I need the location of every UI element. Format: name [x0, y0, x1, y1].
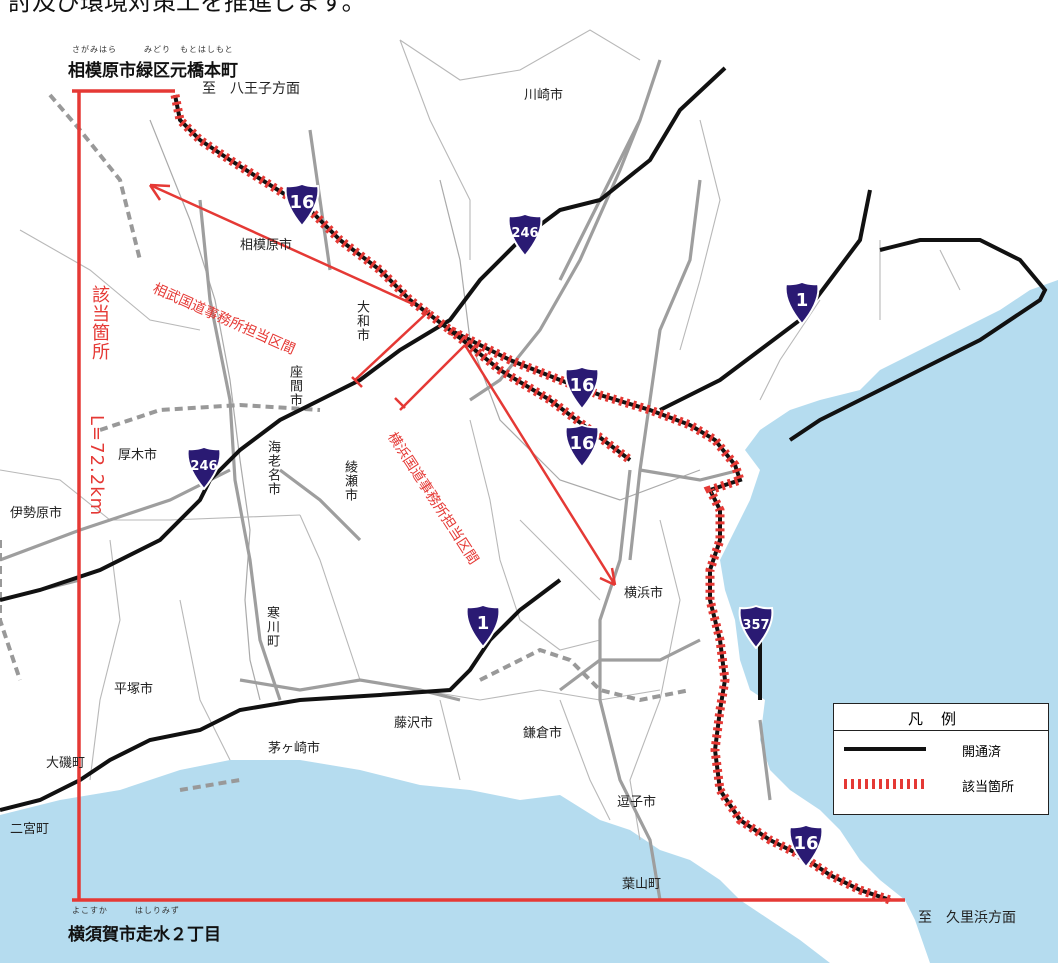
extent-frame: [72, 89, 905, 902]
north-endpoint-ruby: さがみはら みどり もとはしもと: [72, 45, 234, 54]
legend-open-road-swatch: [844, 747, 926, 751]
legend-applicable-label: 該当箇所: [962, 780, 1015, 795]
city-label-chigasaki: 茅ヶ崎市: [268, 741, 321, 756]
south-endpoint-ruby: よこすか はしりみず: [72, 906, 180, 915]
city-label-oiso: 大磯町: [46, 756, 86, 771]
city-label-atsugi: 厚木市: [118, 448, 158, 463]
applicable-length-label: L=72.2km: [86, 415, 107, 517]
river: [149, 119, 261, 701]
city-label-ninomiya: 二宮町: [10, 822, 50, 837]
sea-sagami-bay: [0, 760, 830, 963]
city-label-ebina: 海老名市: [265, 440, 280, 496]
direction-north-label: 至 八王子方面: [202, 81, 300, 97]
city-label-zama: 座間市: [287, 365, 302, 407]
city-label-kawasaki: 川崎市: [524, 88, 564, 103]
city-label-sagamihara: 相模原市: [240, 238, 293, 253]
legend-title: 凡例: [907, 710, 974, 728]
route-1-shield: 1: [463, 604, 503, 648]
direction-south-label: 至 久里浜方面: [918, 910, 1016, 926]
route-16-shield: 16: [786, 824, 826, 868]
route-357-shield: 357: [736, 605, 776, 649]
city-label-fujisawa: 藤沢市: [394, 716, 434, 731]
applicable-section-vertical-label: 該当箇所: [89, 285, 110, 361]
route-1-shield: 1: [782, 281, 822, 325]
route-246-shield: 246: [184, 446, 224, 490]
river: [439, 179, 701, 501]
route-16-shield: 16: [562, 424, 602, 468]
south-endpoint-label: 横須賀市走水２丁目: [68, 925, 221, 945]
city-label-isehara: 伊勢原市: [10, 506, 63, 521]
city-label-samukawa: 寒川町: [264, 606, 279, 648]
other-roads: [0, 59, 772, 901]
route-246-shield: 246: [505, 213, 545, 257]
route-16-shield: 16: [562, 366, 602, 410]
city-label-kamakura: 鎌倉市: [523, 726, 563, 741]
city-label-yokohama: 横浜市: [624, 586, 664, 601]
legend-divider: [834, 730, 1048, 731]
jurisdiction-markers: [148, 183, 617, 587]
legend-applicable-swatch: [844, 779, 926, 789]
city-label-hayama: 葉山町: [622, 877, 662, 892]
map-legend: 凡例 開通済 該当箇所: [833, 703, 1049, 815]
route-16-shield: 16: [282, 183, 322, 227]
city-label-yamato: 大和市: [354, 300, 369, 342]
boundaries: [0, 29, 961, 841]
city-label-hiratsuka: 平塚市: [114, 682, 154, 697]
legend-row-open: 開通済: [844, 739, 1044, 760]
page-heading: 討及び環境対策工を推進します。: [8, 0, 366, 16]
legend-row-applicable: 該当箇所: [844, 774, 1044, 795]
legend-open-label: 開通済: [962, 745, 1002, 760]
open-roads: [0, 66, 1048, 812]
dashed-roads: [0, 93, 691, 792]
route16-applicable-section: [170, 94, 892, 905]
city-label-zushi: 逗子市: [617, 795, 657, 810]
north-endpoint-label: 相模原市緑区元橋本町: [68, 61, 238, 81]
city-label-ayase: 綾瀬市: [342, 460, 357, 502]
